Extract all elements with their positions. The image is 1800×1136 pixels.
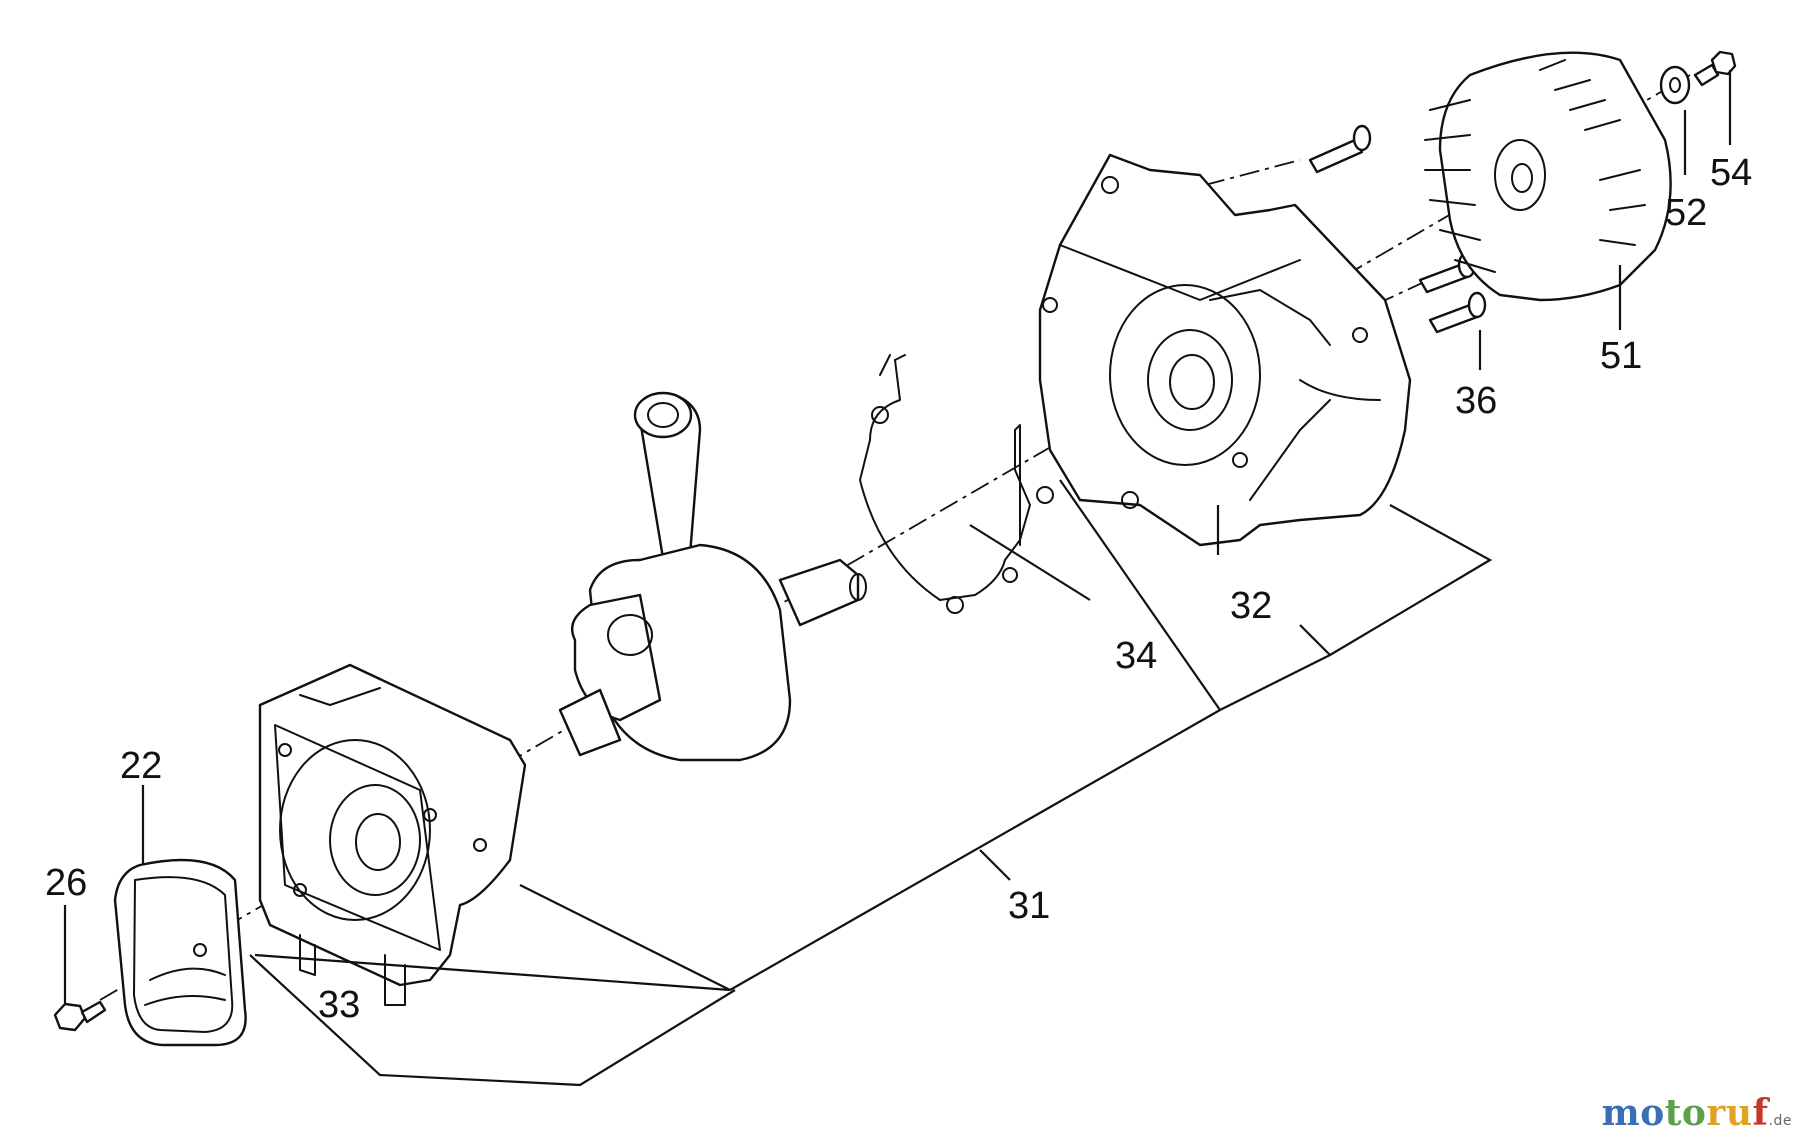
callout-54: 54: [1710, 152, 1752, 194]
watermark-logo: motoruf.de: [1602, 1092, 1792, 1134]
callout-33: 33: [318, 984, 360, 1026]
part-52-washer: [1659, 65, 1691, 105]
callout-34: 34: [1115, 635, 1157, 677]
watermark-part-3: ru: [1706, 1092, 1753, 1134]
part-26-bolt: [53, 1000, 107, 1032]
part-34-gasket: [859, 354, 1054, 614]
watermark-part-4: f: [1752, 1092, 1769, 1134]
callout-22: 22: [120, 745, 162, 787]
callout-51: 51: [1600, 335, 1642, 377]
leader-lines: [63, 70, 1732, 1087]
part-54-bolt: [1693, 50, 1737, 87]
crankshaft-assembly: [558, 391, 867, 762]
part-33-crankcase-half: [258, 663, 527, 1006]
part-32-crankcase-half: [1038, 153, 1412, 547]
callout-31: 31: [1008, 885, 1050, 927]
callout-36: 36: [1455, 380, 1497, 422]
part-22-cover: [113, 858, 247, 1047]
callout-32: 32: [1230, 585, 1272, 627]
watermark-part-2: to: [1664, 1092, 1707, 1134]
callout-26: 26: [45, 862, 87, 904]
part-36-screws: [1308, 124, 1487, 334]
part-51-flywheel: [1424, 51, 1672, 302]
watermark-part-1: mo: [1601, 1092, 1665, 1134]
callout-52: 52: [1665, 192, 1707, 234]
watermark-suffix: .de: [1768, 1113, 1792, 1129]
callout-labels: 22 26 31 32 33 34 36 51 52 54: [45, 152, 1752, 1026]
